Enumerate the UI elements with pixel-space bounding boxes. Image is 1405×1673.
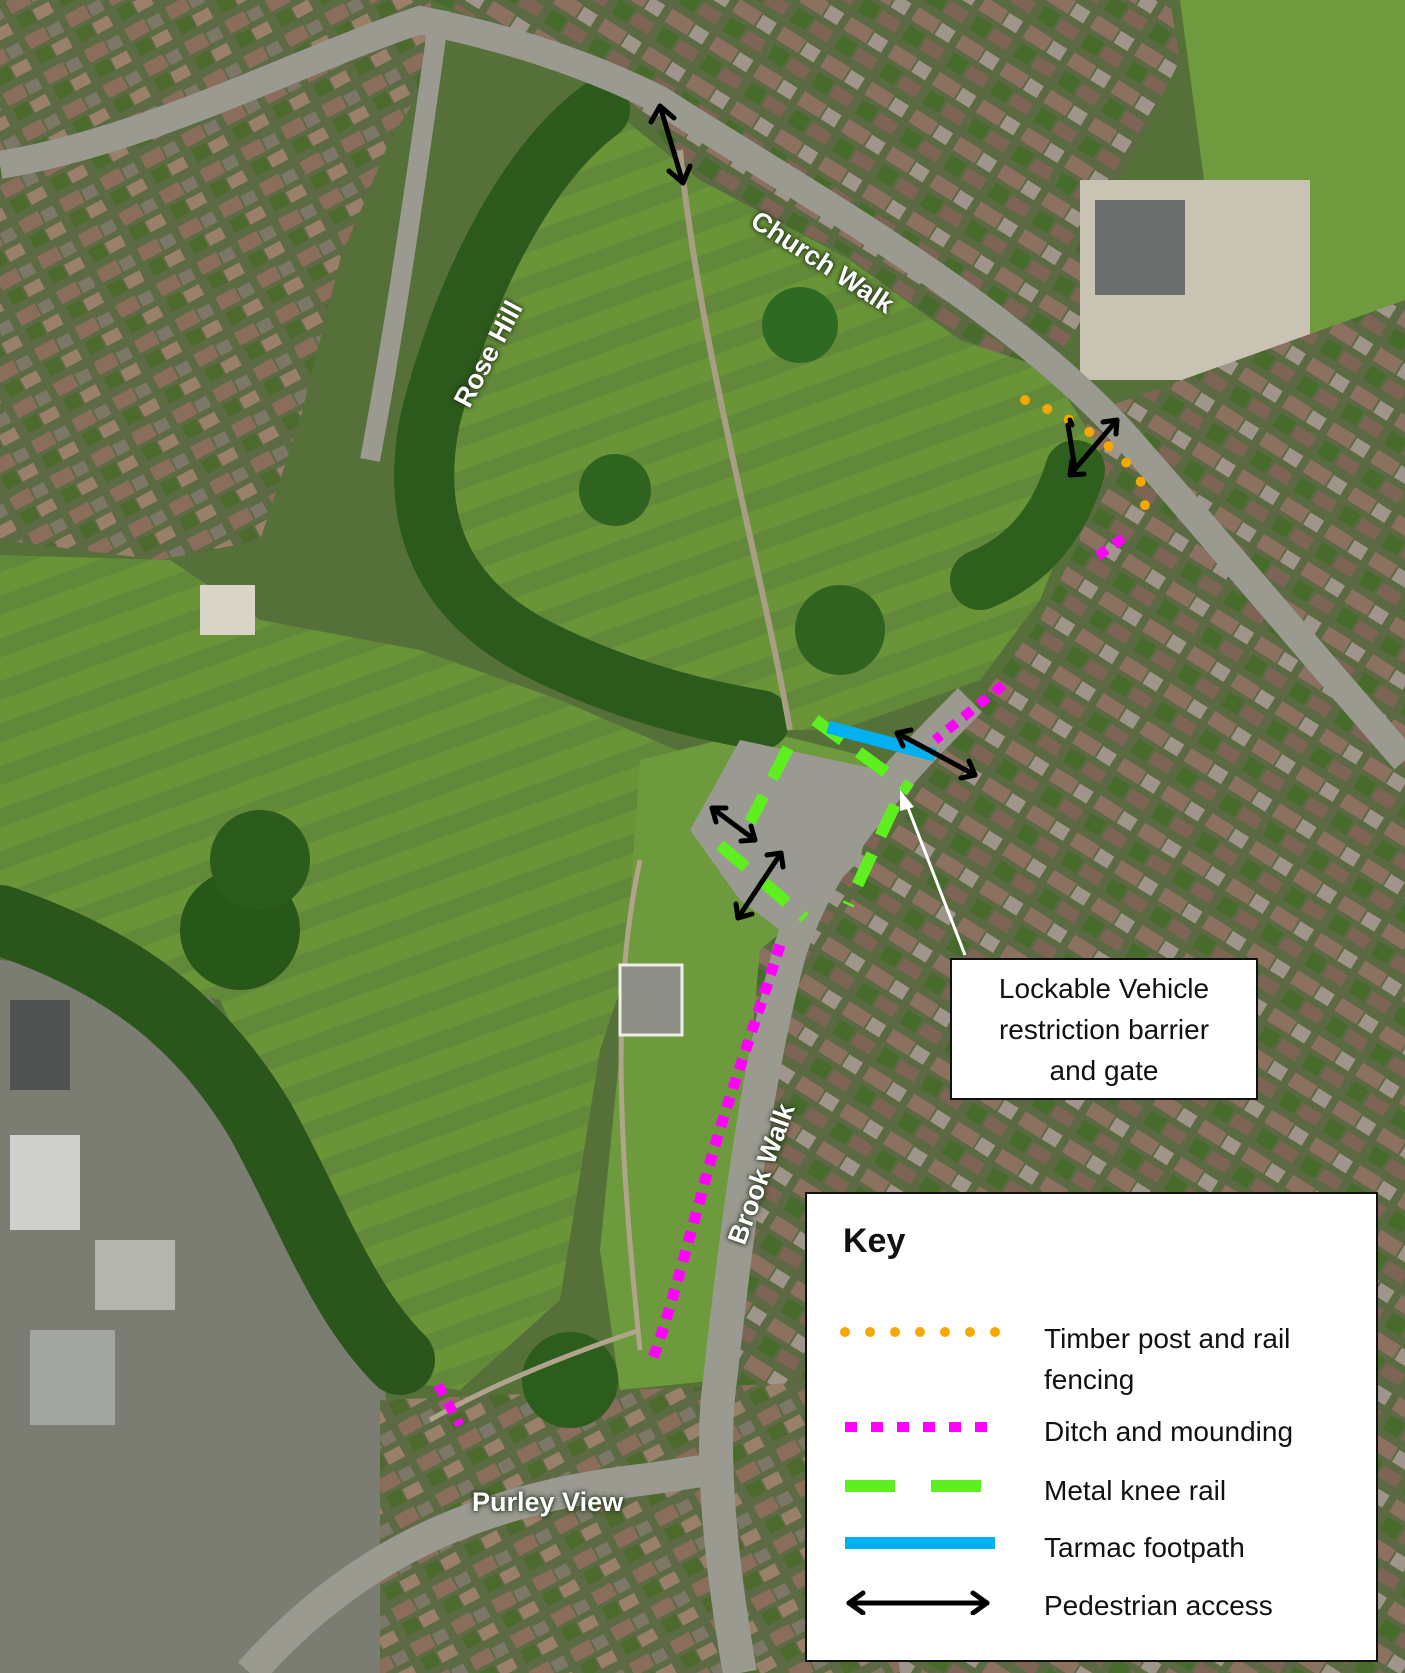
- warehouse-1: [10, 1000, 70, 1090]
- key-label-tarmac-footpath: Tarmac footpath: [1044, 1532, 1245, 1563]
- callout-pointer-line: [903, 799, 967, 956]
- pedestrian-arrow-west: [709, 805, 758, 844]
- tree-1: [762, 287, 838, 363]
- callout-line-2: restriction barrier: [998, 1013, 1210, 1045]
- ditch-line-2: [931, 681, 1007, 744]
- ditch-line-1: [1095, 533, 1126, 561]
- tree-belt-north: [394, 80, 790, 750]
- warehouse-2: [10, 1135, 80, 1230]
- footpath-south: [618, 859, 643, 1351]
- tarmac-footpath-line: [826, 720, 937, 762]
- pedestrian-access-arrows: [648, 103, 1120, 921]
- pedestrian-arrow-southwest: [733, 850, 786, 921]
- key-label-knee-rail: Metal knee rail: [1044, 1475, 1227, 1506]
- tree-3: [795, 585, 885, 675]
- hard-court: [618, 963, 684, 1037]
- ditch-line-3: [644, 943, 786, 1368]
- street-label-purley-view: Purley View: [472, 1487, 624, 1517]
- warehouse-4: [30, 1330, 115, 1425]
- ditch-line-4: [433, 1382, 465, 1428]
- key-label-ditch-mounding: Ditch and mounding: [1044, 1416, 1294, 1447]
- key-symbol-knee-rail: [845, 1480, 992, 1492]
- key-label-pedestrian-access: Pedestrian access: [1044, 1590, 1273, 1621]
- road-rose-hill: [360, 8, 450, 462]
- key-symbol-timber-fencing: [840, 1327, 1002, 1337]
- tree-clump-2: [210, 810, 310, 910]
- pedestrian-arrow-north: [648, 103, 693, 186]
- footpath-southwest: [428, 1327, 641, 1423]
- industrial-southwest: [0, 960, 420, 1673]
- building-northeast: [1095, 200, 1185, 295]
- footpath-north: [677, 149, 793, 731]
- tree-belt-east: [950, 440, 1105, 610]
- double-arrow-icon: [846, 1590, 990, 1615]
- key-symbol-tarmac-footpath: [845, 1537, 995, 1549]
- knee-rail-4: [842, 802, 901, 908]
- pedestrian-arrow-church: [1067, 417, 1120, 478]
- field-west: [0, 555, 700, 1390]
- callout-pointer-head: [900, 790, 914, 811]
- key-label-timber-fencing: Timber post and rail fencing: [1044, 1323, 1291, 1395]
- pavilion: [200, 585, 255, 635]
- vehicle-barrier-callout: Lockable Vehicle restriction barrier and…: [950, 958, 1258, 1100]
- warehouse-3: [95, 1240, 175, 1310]
- pedestrian-arrow-east: [894, 727, 978, 781]
- knee-rail-1: [744, 745, 794, 825]
- road-north: [0, 5, 1405, 770]
- housing-south: [380, 1380, 900, 1673]
- tree-2: [579, 454, 651, 526]
- callout-line-1: Lockable Vehicle: [998, 972, 1210, 1004]
- road-purley-view: [238, 1454, 721, 1673]
- map-key: Key Timber post and rail fencing Ditch a…: [805, 1192, 1378, 1662]
- field-north: [420, 100, 1100, 730]
- key-symbol-ditch-mounding: [845, 1422, 997, 1432]
- car-park-central: [690, 740, 880, 930]
- key-title: Key: [843, 1222, 906, 1260]
- tree-4: [522, 1332, 618, 1428]
- tree-belt-southwest: [0, 885, 435, 1395]
- callout-line-3: and gate: [1049, 1054, 1159, 1086]
